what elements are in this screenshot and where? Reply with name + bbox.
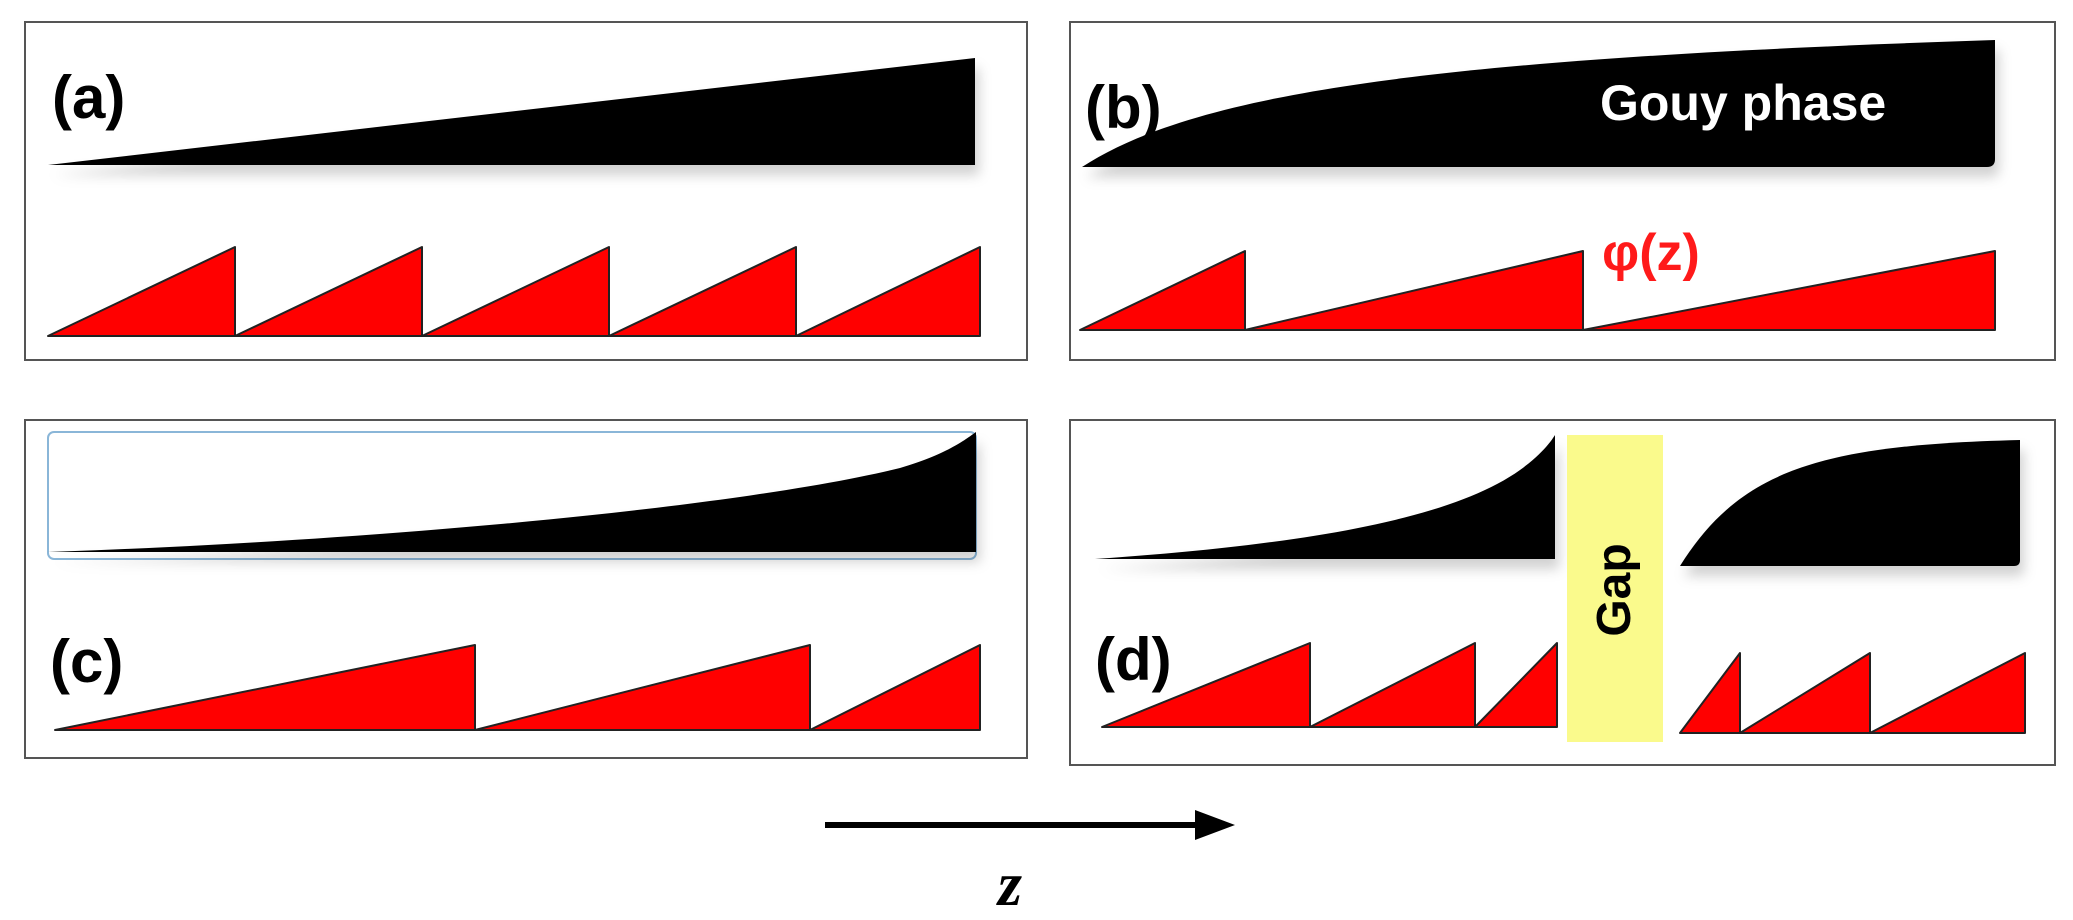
phase-tooth: [1309, 642, 1476, 728]
phase-tooth: [795, 246, 981, 337]
phase-tooth: [809, 644, 981, 731]
gouy-phase-label: Gouy phase: [1600, 75, 1886, 131]
panel-a-phase-teeth: [47, 246, 981, 337]
panel-b-phase-teeth: [1079, 250, 1996, 331]
phase-tooth: [608, 246, 797, 337]
panel-c: (c): [24, 419, 1028, 759]
gap-label: Gap: [1588, 543, 1641, 636]
phase-tooth: [47, 246, 236, 337]
panel-b-gouy-shape: [1082, 40, 1995, 167]
phase-tooth: [1079, 250, 1246, 331]
panel-b-label: (b): [1085, 74, 1162, 141]
panel-a-label: (a): [52, 64, 125, 131]
phase-tooth: [474, 644, 811, 731]
panel-b: Gouy phase φ(z) (b): [1069, 21, 2056, 361]
phase-tooth: [1739, 652, 1871, 734]
z-axis: z: [825, 810, 1235, 919]
phase-tooth: [1869, 652, 2026, 734]
panel-d-phase-teeth: [1101, 642, 2026, 734]
panel-c-gouy-shape: [48, 432, 976, 552]
phase-tooth: [234, 246, 423, 337]
phase-tooth: [1679, 652, 1741, 734]
phase-tooth: [1244, 250, 1584, 331]
panel-d-gouy-left: [1095, 435, 1555, 559]
panel-d: Gap (d): [1069, 419, 2056, 766]
phase-function-label: φ(z): [1602, 224, 1700, 282]
panel-a: (a): [24, 21, 1028, 361]
panel-c-phase-teeth: [54, 644, 981, 731]
phase-tooth: [1582, 250, 1996, 331]
panel-c-label: (c): [50, 628, 123, 695]
phase-tooth: [1101, 642, 1311, 728]
panel-d-gouy-right: [1680, 440, 2020, 566]
gap-region: [1567, 435, 1663, 742]
right-arrow-icon: [825, 810, 1235, 840]
z-axis-label: z: [996, 851, 1022, 919]
phase-tooth: [54, 644, 476, 731]
phase-tooth: [421, 246, 610, 337]
panel-a-gouy-shape: [48, 58, 975, 165]
panel-d-label: (d): [1095, 626, 1172, 693]
phase-tooth: [1474, 642, 1558, 728]
